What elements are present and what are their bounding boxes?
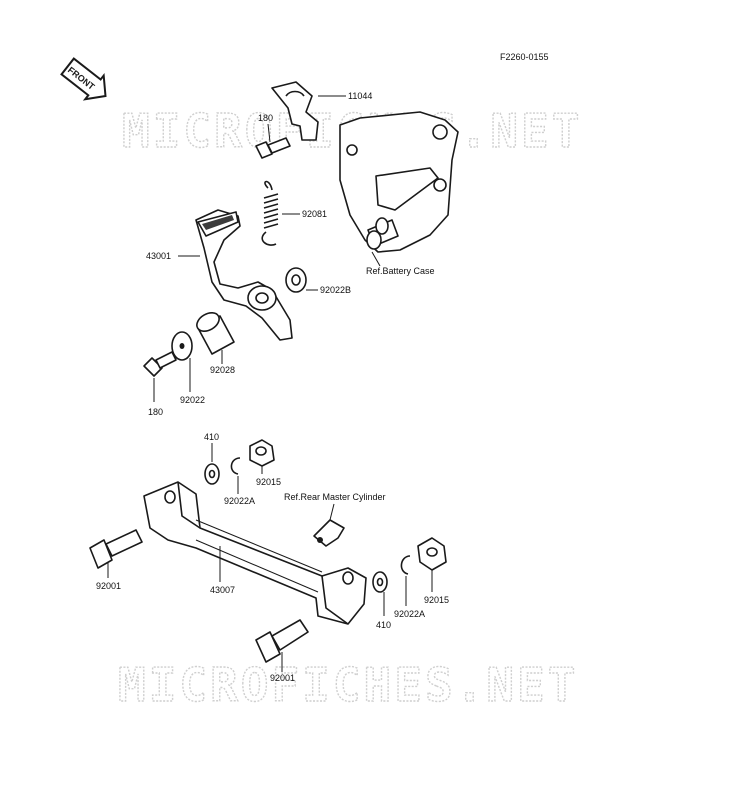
- label-92015-top: 92015: [256, 477, 281, 487]
- washer-92022: [171, 331, 193, 361]
- label-92022A-bottom: 92022A: [394, 609, 425, 619]
- label-92001-left: 92001: [96, 581, 121, 591]
- label-410-bottom: 410: [376, 620, 391, 630]
- label-92081: 92081: [302, 209, 327, 219]
- washer-92022B: [285, 267, 307, 293]
- bolt-180-lower: [143, 351, 177, 377]
- washer-410-bottom: [372, 571, 388, 593]
- label-ref-rear-master-cylinder: Ref.Rear Master Cylinder: [284, 492, 386, 502]
- brake-pedal-43001: [195, 209, 293, 341]
- spring-92081: [261, 180, 279, 246]
- brake-rod-43007: [143, 481, 367, 625]
- label-11044: 11044: [348, 91, 372, 101]
- label-180-lower: 180: [148, 407, 163, 417]
- bolt-92001-bottom: [255, 619, 309, 663]
- circlip-92022A-top: [230, 457, 241, 475]
- nut-92015-top: [249, 439, 275, 467]
- rear-master-cylinder-clevis: [313, 519, 345, 547]
- label-92022B: 92022B: [320, 285, 351, 295]
- washer-410-top: [204, 463, 220, 485]
- label-92022A-top: 92022A: [224, 496, 255, 506]
- figure-code: F2260-0155: [500, 52, 549, 62]
- label-43007: 43007: [210, 585, 235, 595]
- watermark-bottom: MICROFICHES.NET: [118, 658, 578, 712]
- label-43001: 43001: [146, 251, 171, 261]
- label-92022: 92022: [180, 395, 205, 405]
- nut-92015-bottom: [417, 537, 447, 571]
- collar-92028: [196, 312, 235, 355]
- label-92001-bottom: 92001: [270, 673, 295, 683]
- battery-case-bracket: [339, 111, 459, 253]
- label-92028: 92028: [210, 365, 235, 375]
- label-92015-bottom: 92015: [424, 595, 449, 605]
- label-180-top: 180: [258, 113, 273, 123]
- label-410-top: 410: [204, 432, 219, 442]
- clip-11044: [271, 81, 319, 141]
- circlip-92022A-bottom: [400, 555, 411, 575]
- bolt-180-top: [255, 137, 291, 159]
- front-arrow-icon: FRONT: [60, 57, 107, 101]
- label-ref-battery-case: Ref.Battery Case: [366, 266, 435, 276]
- bolt-92001-left: [89, 529, 143, 569]
